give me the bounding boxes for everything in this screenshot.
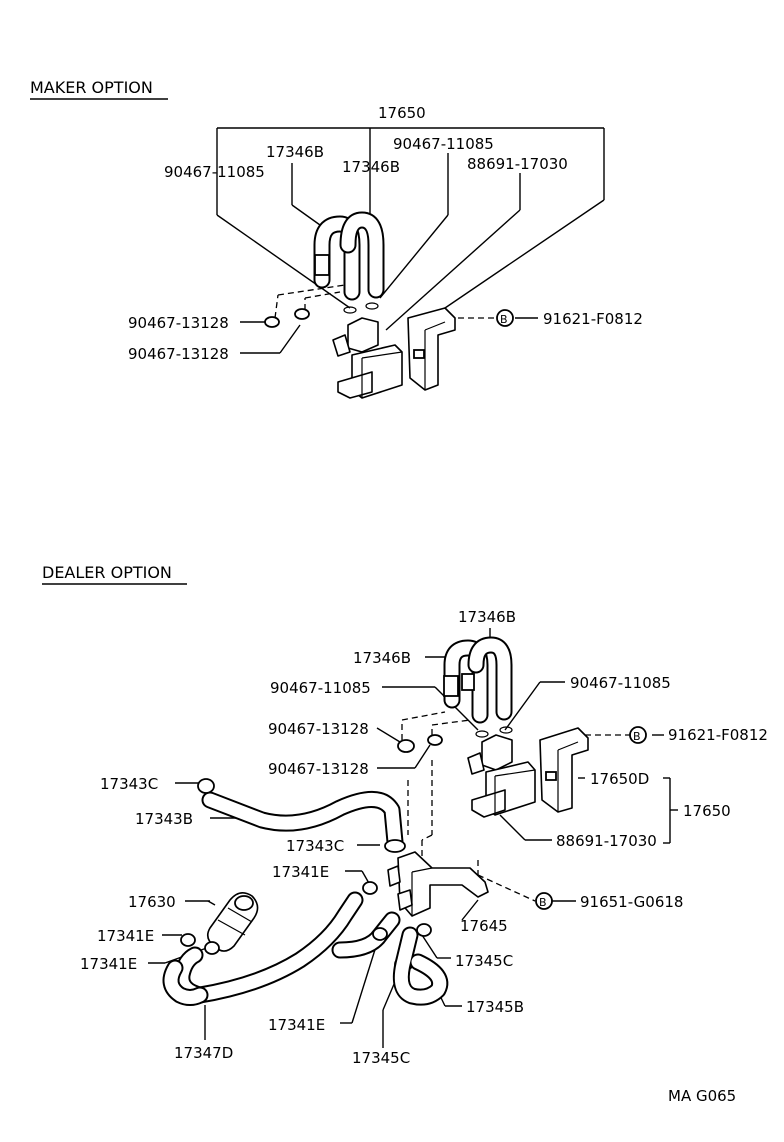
label-17343c-1-dealer: 17343C [100, 775, 158, 793]
label-90467-11085-right-maker: 90467-11085 [393, 135, 494, 153]
maker-bolt-b-letter: B [500, 313, 508, 326]
maker-bracket [407, 307, 456, 391]
maker-clips [264, 302, 379, 328]
label-17345b-dealer: 17345B [466, 998, 524, 1016]
label-91621-f0812-maker: 91621-F0812 [543, 310, 643, 328]
maker-option-heading: MAKER OPTION [30, 78, 153, 97]
maker-vsv [332, 317, 403, 399]
label-17341e-1-dealer: 17341E [272, 863, 329, 881]
label-90467-11085-right-dealer: 90467-11085 [570, 674, 671, 692]
dealer-u-hoses [443, 636, 513, 724]
label-17346b-top-dealer: 17346B [458, 608, 516, 626]
dealer-bolt-b-marker-2 [535, 892, 553, 910]
hose-17343b [197, 778, 406, 853]
label-17343b-dealer: 17343B [135, 810, 193, 828]
maker-leader-lines [216, 127, 605, 354]
junction-bracket-17645 [387, 851, 489, 917]
dealer-bolt-b-letter-2: B [539, 896, 547, 909]
dealer-option-heading: DEALER OPTION [42, 563, 172, 582]
label-17630-dealer: 17630 [128, 893, 176, 911]
label-90467-13128-1-dealer: 90467-13128 [268, 720, 369, 738]
label-17346b-2-maker: 17346B [342, 158, 400, 176]
maker-u-hoses [313, 211, 385, 301]
hose-17345b [392, 926, 449, 1006]
label-17345c-2-dealer: 17345C [352, 1049, 410, 1067]
label-17345c-1-dealer: 17345C [455, 952, 513, 970]
dealer-vsv [467, 734, 536, 818]
label-17346b-1-maker: 17346B [266, 143, 324, 161]
maker-option-section: MAKER OPTION 17650 17346B 90467-11085 90… [30, 78, 643, 399]
figure-code: MA G065 [668, 1087, 736, 1105]
label-91621-f0812-dealer: 91621-F0812 [668, 726, 768, 744]
label-88691-17030-maker: 88691-17030 [467, 155, 568, 173]
dealer-bracket-17650d [539, 727, 589, 813]
label-17650d-dealer: 17650D [590, 770, 649, 788]
label-90467-11085-left-maker: 90467-11085 [164, 163, 265, 181]
label-17341e-4-dealer: 17341E [268, 1016, 325, 1034]
maker-bolt-b-marker [496, 309, 514, 327]
label-90467-11085-left-dealer: 90467-11085 [270, 679, 371, 697]
dealer-clips [397, 726, 513, 753]
label-17343c-2-dealer: 17343C [286, 837, 344, 855]
label-88691-17030-dealer: 88691-17030 [556, 832, 657, 850]
label-17650-dealer: 17650 [683, 802, 731, 820]
label-90467-13128-2-maker: 90467-13128 [128, 345, 229, 363]
label-17645-dealer: 17645 [460, 917, 508, 935]
label-90467-13128-1-maker: 90467-13128 [128, 314, 229, 332]
dealer-bolt-b-letter-1: B [633, 730, 641, 743]
dealer-option-section: DEALER OPTION 17346B 17346B 90467-11085 … [42, 563, 768, 1067]
label-17347d-dealer: 17347D [174, 1044, 233, 1062]
label-17341e-3-dealer: 17341E [80, 955, 137, 973]
label-17341e-2-dealer: 17341E [97, 927, 154, 945]
filter-17630 [206, 892, 259, 952]
dealer-bolt-b-marker-1 [629, 726, 647, 744]
label-17650-maker: 17650 [378, 104, 426, 122]
label-91651-g0618-dealer: 91651-G0618 [580, 893, 683, 911]
label-17346b-left-dealer: 17346B [353, 649, 411, 667]
label-90467-13128-2-dealer: 90467-13128 [268, 760, 369, 778]
